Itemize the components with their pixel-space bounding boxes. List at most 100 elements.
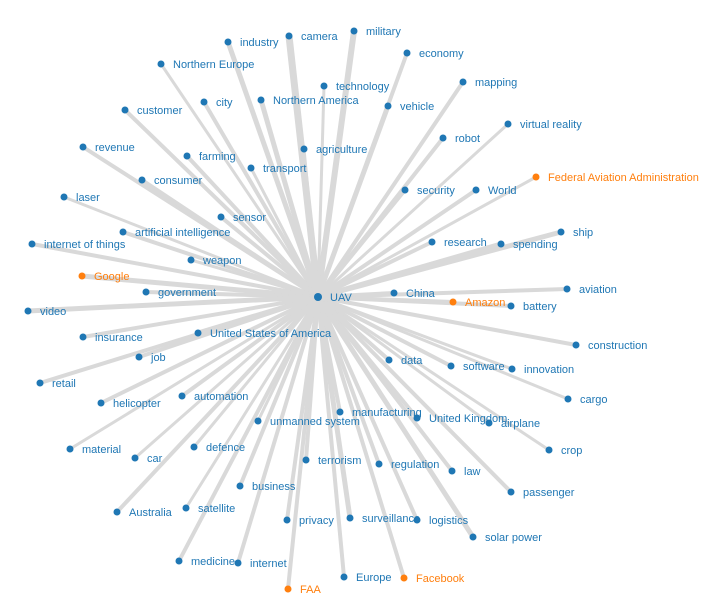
node-business[interactable]: business [236, 481, 296, 493]
node-surveillance[interactable]: surveillance [346, 513, 421, 525]
node-label: technology [336, 81, 390, 93]
node-agriculture[interactable]: agriculture [300, 144, 368, 156]
node-mapping[interactable]: mapping [459, 77, 518, 89]
node-label: mapping [475, 77, 517, 89]
node-label: weapon [202, 255, 242, 267]
node-manufacturing[interactable]: manufacturing [336, 407, 422, 419]
node-dot [375, 460, 383, 468]
node-aviation[interactable]: aviation [563, 284, 617, 296]
node-label: transport [263, 163, 306, 175]
node-dot [320, 82, 328, 90]
node-label: retail [52, 378, 76, 390]
node-virtual-reality[interactable]: virtual reality [504, 119, 583, 131]
edge-automation [180, 295, 320, 398]
node-spending[interactable]: spending [497, 239, 558, 251]
node-label: Federal Aviation Administration [548, 172, 699, 184]
node-vehicle[interactable]: vehicle [384, 101, 435, 113]
node-construction[interactable]: construction [572, 340, 648, 352]
node-transport[interactable]: transport [247, 163, 307, 175]
node-privacy[interactable]: privacy [283, 515, 335, 527]
node-city[interactable]: city [200, 97, 234, 109]
node-dot [79, 333, 87, 341]
node-military[interactable]: military [350, 26, 402, 38]
node-europe[interactable]: Europe [340, 572, 392, 584]
node-material[interactable]: material [66, 444, 122, 456]
edge-solar-power [315, 294, 476, 540]
node-insurance[interactable]: insurance [79, 332, 143, 344]
node-sensor[interactable]: sensor [217, 212, 267, 224]
edge-northern-europe [159, 62, 320, 299]
hub-node[interactable]: UAV [314, 292, 352, 304]
node-automation[interactable]: automation [178, 391, 249, 403]
node-unmanned-system[interactable]: unmanned system [254, 416, 360, 428]
node-software[interactable]: software [447, 361, 505, 373]
node-dot [507, 302, 515, 310]
node-medicine[interactable]: medicine [175, 556, 236, 568]
node-innovation[interactable]: innovation [508, 364, 575, 376]
node-job[interactable]: job [135, 352, 166, 364]
node-research[interactable]: research [428, 237, 487, 249]
node-industry[interactable]: industry [224, 37, 280, 49]
node-northern-europe[interactable]: Northern Europe [157, 59, 255, 71]
node-united-kingdom[interactable]: United Kingdom [413, 413, 508, 425]
node-ship[interactable]: ship [557, 227, 594, 239]
node-united-states-of-america[interactable]: United States of America [194, 328, 332, 340]
node-amazon[interactable]: Amazon [449, 297, 506, 309]
node-economy[interactable]: economy [403, 48, 465, 60]
node-terrorism[interactable]: terrorism [302, 455, 362, 467]
node-dot [28, 240, 36, 248]
node-regulation[interactable]: regulation [375, 459, 440, 471]
node-china[interactable]: China [390, 288, 436, 300]
node-farming[interactable]: farming [183, 151, 236, 163]
node-laser[interactable]: laser [60, 192, 101, 204]
node-consumer[interactable]: consumer [138, 175, 203, 187]
edge-sensor [219, 215, 320, 299]
node-label: Google [94, 271, 129, 283]
node-northern-america[interactable]: Northern America [257, 95, 360, 107]
node-data[interactable]: data [385, 355, 424, 367]
node-crop[interactable]: crop [545, 445, 583, 457]
node-defence[interactable]: defence [190, 442, 246, 454]
edge-farming [185, 154, 320, 299]
node-solar-power[interactable]: solar power [469, 532, 543, 544]
node-internet-of-things[interactable]: internet of things [28, 239, 126, 251]
node-airplane[interactable]: airplane [485, 418, 541, 430]
node-battery[interactable]: battery [507, 301, 558, 313]
node-helicopter[interactable]: helicopter [97, 398, 162, 410]
node-dot [497, 240, 505, 248]
node-faa[interactable]: FAA [284, 584, 322, 596]
node-internet[interactable]: internet [234, 558, 287, 570]
node-cargo[interactable]: cargo [564, 394, 608, 406]
node-video[interactable]: video [24, 306, 67, 318]
node-label: battery [523, 301, 557, 313]
node-customer[interactable]: customer [121, 105, 183, 117]
node-facebook[interactable]: Facebook [400, 573, 465, 585]
node-label: automation [194, 391, 248, 403]
node-retail[interactable]: retail [36, 378, 76, 390]
node-federal-aviation-administration[interactable]: Federal Aviation Administration [532, 172, 699, 184]
node-label: construction [588, 340, 647, 352]
edge-crop [316, 295, 551, 452]
node-dot [564, 395, 572, 403]
node-revenue[interactable]: revenue [79, 142, 135, 154]
edge-helicopter [99, 295, 320, 405]
node-government[interactable]: government [142, 287, 217, 299]
node-passenger[interactable]: passenger [507, 487, 575, 499]
node-label: data [401, 355, 423, 367]
node-camera[interactable]: camera [285, 31, 339, 43]
node-satellite[interactable]: satellite [182, 503, 236, 515]
node-artificial-intelligence[interactable]: artificial intelligence [119, 227, 231, 239]
node-logistics[interactable]: logistics [413, 515, 469, 527]
node-weapon[interactable]: weapon [187, 255, 242, 267]
node-dot [507, 488, 515, 496]
node-car[interactable]: car [131, 453, 163, 465]
node-robot[interactable]: robot [439, 133, 481, 145]
node-australia[interactable]: Australia [113, 507, 173, 519]
node-google[interactable]: Google [78, 271, 130, 283]
node-security[interactable]: security [401, 185, 456, 197]
node-technology[interactable]: technology [320, 81, 390, 93]
node-world[interactable]: World [472, 185, 517, 197]
node-label: United Kingdom [429, 413, 507, 425]
node-label: city [216, 97, 233, 109]
node-law[interactable]: law [448, 466, 481, 478]
